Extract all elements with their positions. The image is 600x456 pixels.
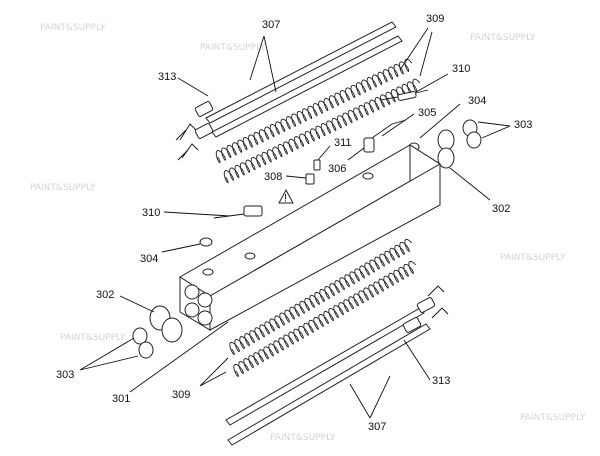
- callout-307-bottom: 307: [368, 421, 386, 433]
- small-parts-311-308: !: [278, 159, 321, 205]
- callout-309-bottom: 309: [172, 389, 190, 401]
- fittings-left: [132, 305, 183, 359]
- watermark-text: PAINT&SUPPLY: [40, 23, 106, 33]
- callout-308: 308: [264, 171, 282, 183]
- manifold-block-301: [179, 144, 441, 331]
- callout-309-top: 309: [426, 13, 444, 25]
- coil-spring: [233, 260, 417, 377]
- callout-302-right: 302: [492, 203, 510, 215]
- heater-rod-313-top: [175, 101, 214, 161]
- watermark-text: PAINT&SUPPLY: [520, 413, 586, 423]
- sensor-310-left: [213, 205, 263, 219]
- plug-304-left: [199, 237, 213, 247]
- callout-304-left: 304: [140, 253, 158, 265]
- callout-311: 311: [334, 137, 352, 149]
- callout-labels: 307 309 313 310 304 305 303 311 306 308 …: [56, 13, 532, 433]
- watermark-text: PAINT&SUPPLY: [30, 183, 96, 193]
- sensor-305: [363, 119, 407, 153]
- fittings-right: [437, 119, 482, 169]
- callout-313-top: 313: [158, 71, 176, 83]
- callout-307-top: 307: [262, 19, 280, 31]
- warning-glyph: !: [284, 193, 287, 205]
- coil-309-bottom: [229, 238, 417, 377]
- warning-triangle-icon: [278, 188, 294, 204]
- callout-310-left: 310: [142, 207, 160, 219]
- sensor-310-top: [379, 89, 429, 101]
- coil-spring: [215, 58, 413, 164]
- coil-spring: [229, 238, 413, 355]
- callout-304-top: 304: [468, 95, 486, 107]
- callout-306: 306: [328, 163, 346, 175]
- watermark-text: PAINT&SUPPLY: [500, 253, 566, 263]
- heater-rod-313-bottom: [402, 285, 449, 333]
- callout-301: 301: [112, 393, 130, 405]
- callout-302-left: 302: [96, 289, 114, 301]
- watermark-text: PAINT&SUPPLY: [200, 43, 266, 53]
- callout-310-top: 310: [452, 63, 470, 75]
- callout-303-left: 303: [56, 369, 74, 381]
- tube-307-bottom: [225, 307, 431, 446]
- watermark-text: PAINT&SUPPLY: [60, 333, 126, 343]
- leader-lines: [79, 27, 511, 419]
- callout-303-right: 303: [514, 119, 532, 131]
- tube-307-top: [205, 21, 403, 138]
- callout-305: 305: [418, 107, 436, 119]
- watermark-layer: PAINT&SUPPLY PAINT&SUPPLY PAINT&SUPPLY P…: [30, 23, 586, 443]
- watermark-text: PAINT&SUPPLY: [470, 33, 536, 43]
- callout-313-bottom: 313: [432, 375, 450, 387]
- watermark-text: PAINT&SUPPLY: [270, 433, 336, 443]
